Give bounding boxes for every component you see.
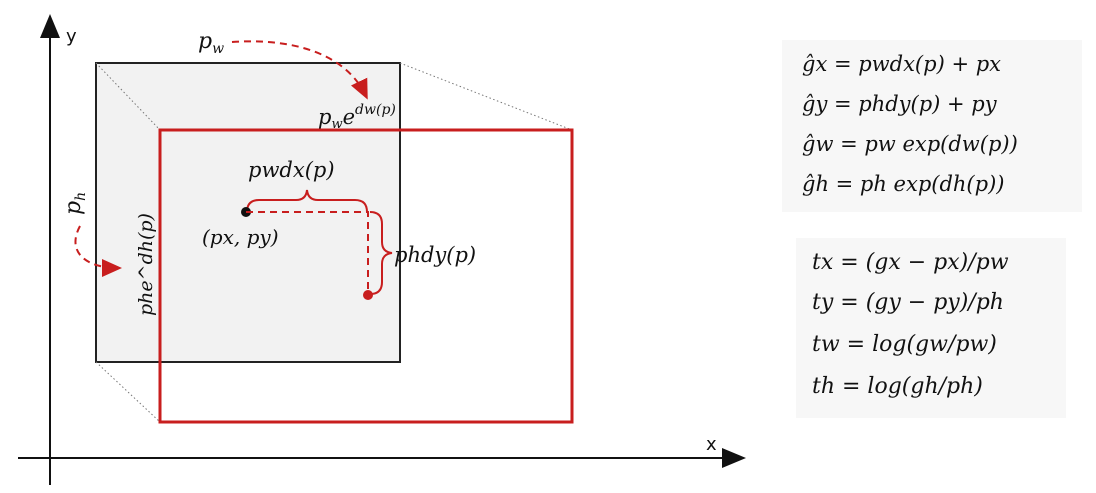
ph-dy-brace xyxy=(369,211,393,295)
ph-arrow xyxy=(74,225,122,277)
ph-dy-label: phdy(p) xyxy=(394,243,476,267)
predicted-box xyxy=(158,128,574,424)
ph-label: ph xyxy=(61,192,89,215)
equation-gy: ĝy = phdy(p) + py xyxy=(802,92,997,116)
offset-path xyxy=(246,211,369,294)
pw-exp-label: pwedw(p) xyxy=(318,102,396,132)
projection-line-bl xyxy=(95,361,161,423)
projection-line-tr xyxy=(399,62,573,131)
equation-tx: tx = (gx − px)/pw xyxy=(812,250,1009,275)
pw-dx-label: pwdx(p) xyxy=(248,158,335,182)
center-label: (px, py) xyxy=(202,225,279,249)
ph-exp-label: phe^dh(p) xyxy=(135,213,157,316)
pw-dx-brace xyxy=(246,189,368,213)
pw-arrow xyxy=(231,40,368,100)
bbox-regression-diagram: y x pw pwedw(p) ph phe^dh(p) pwdx(p) (px… xyxy=(18,14,746,485)
equation-ty: ty = (gy − py)/ph xyxy=(812,290,1004,315)
y-axis-label: y xyxy=(66,26,77,47)
pw-label: pw xyxy=(198,29,224,57)
x-axis-label: x xyxy=(706,434,717,455)
predicted-center-point xyxy=(363,290,373,300)
equation-gx: ĝx = pwdx(p) + px xyxy=(802,52,1001,76)
equation-gh: ĝh = ph exp(dh(p)) xyxy=(802,172,1005,196)
target-equations-panel: tx = (gx − px)/pw ty = (gy − py)/ph tw =… xyxy=(796,238,1066,418)
equation-th: th = log(gh/ph) xyxy=(812,374,983,399)
projection-line-tl xyxy=(95,62,161,131)
equation-tw: tw = log(gw/pw) xyxy=(812,332,997,357)
prediction-equations-panel: ĝx = pwdx(p) + px ĝy = phdy(p) + py ĝw =… xyxy=(782,40,1082,212)
equation-gw: ĝw = pw exp(dw(p)) xyxy=(802,132,1018,156)
